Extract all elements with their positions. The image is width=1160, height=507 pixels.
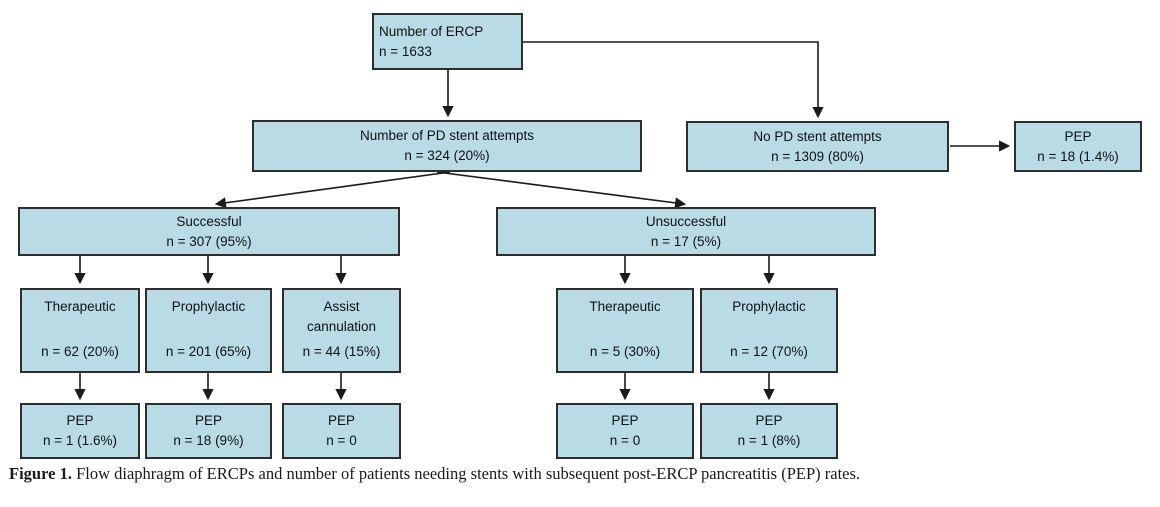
node-value: n = 0 [326, 433, 357, 448]
node-ercp-total: Number of ERCP n = 1633 [372, 13, 523, 70]
node-value: n = 201 (65%) [165, 344, 252, 360]
node-label: Number of PD stent attempts [359, 128, 535, 144]
node-label: Successful [176, 213, 242, 229]
node-value: n = 17 (5%) [650, 233, 722, 249]
figure-caption-text: Flow diaphragm of ERCPs and number of pa… [71, 464, 861, 483]
node-value: n = 44 (15%) [302, 344, 381, 360]
node-label: PEP [1064, 128, 1092, 144]
node-label: Unsuccessful [645, 213, 727, 229]
node-pep-no-stent: PEP n = 18 (1.4%) [1014, 121, 1142, 172]
node-unsuccessful: Unsuccessful n = 17 (5%) [496, 207, 876, 256]
node-value: n = 1309 (80%) [771, 148, 864, 164]
node-unsuccessful-therapeutic: Therapeutic n = 5 (30%) [556, 288, 694, 373]
node-label: PEP [194, 413, 222, 429]
node-label: Prophylactic [171, 299, 246, 314]
node-pep-unsuccessful-prophylactic: PEP n = 1 (8%) [700, 403, 838, 459]
node-successful-prophylactic: Prophylactic n = 201 (65%) [145, 288, 272, 373]
node-pep-successful-assist: PEP n = 0 [282, 403, 401, 459]
node-no-pd-stent-attempts: No PD stent attempts n = 1309 (80%) [686, 121, 949, 172]
node-successful-therapeutic: Therapeutic n = 62 (20%) [20, 288, 140, 373]
node-value: n = 5 (30%) [589, 344, 661, 360]
node-value: n = 1 (1.6%) [43, 433, 117, 448]
node-label: Therapeutic [44, 299, 116, 314]
node-pep-successful-prophylactic: PEP n = 18 (9%) [145, 403, 272, 459]
arrow-ercp-to-no-pd-attempts [523, 41, 824, 119]
node-label: PEP [66, 413, 94, 429]
node-label: PEP [611, 413, 639, 429]
node-value: n = 307 (95%) [166, 233, 252, 249]
figure-caption: Figure 1. Flow diaphragm of ERCPs and nu… [9, 464, 860, 484]
node-successful-assist-cannulation: Assist cannulation n = 44 (15%) [282, 288, 401, 373]
node-label: PEP [755, 413, 783, 429]
figure-caption-label: Figure 1. [9, 464, 72, 483]
node-value: n = 1633 [379, 43, 432, 59]
node-value: n = 1 (8%) [737, 433, 801, 448]
node-pep-unsuccessful-therapeutic: PEP n = 0 [556, 403, 694, 459]
node-value: n = 324 (20%) [404, 148, 490, 163]
node-label: No PD stent attempts [753, 128, 882, 144]
arrow-pd-to-successful [214, 171, 451, 209]
node-unsuccessful-prophylactic: Prophylactic n = 12 (70%) [700, 288, 838, 373]
node-value: n = 18 (1.4%) [1037, 148, 1119, 164]
node-label: Therapeutic [589, 299, 661, 314]
node-value: n = 62 (20%) [41, 344, 119, 360]
node-value: n = 0 [609, 433, 641, 448]
node-label: Number of ERCP [379, 23, 484, 39]
node-label: PEP [327, 413, 355, 429]
node-label: Prophylactic [732, 299, 806, 314]
node-successful: Successful n = 307 (95%) [18, 207, 400, 256]
node-label: Assist cannulation [306, 299, 377, 334]
node-pd-stent-attempts: Number of PD stent attempts n = 324 (20%… [252, 120, 642, 172]
arrow-pd-to-unsuccessful [436, 171, 687, 209]
node-value: n = 12 (70%) [730, 344, 808, 360]
node-value: n = 18 (9%) [173, 433, 244, 448]
node-pep-successful-therapeutic: PEP n = 1 (1.6%) [20, 403, 140, 459]
